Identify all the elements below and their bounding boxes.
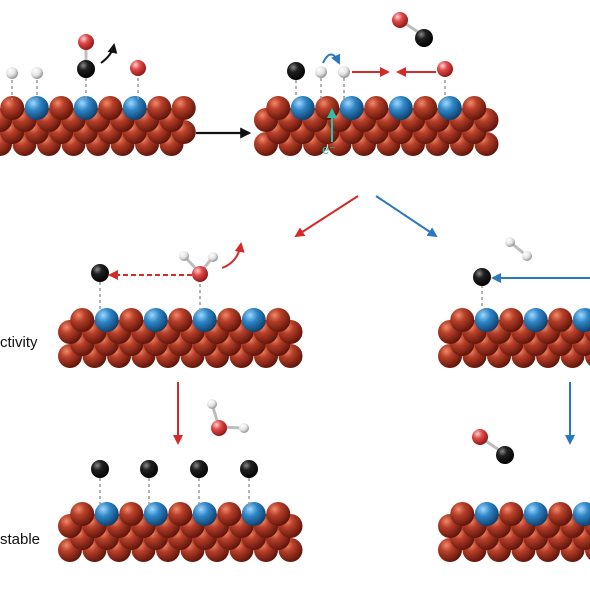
dopant-atom [523, 308, 548, 332]
dopant-atom [572, 502, 590, 526]
dopant-atom [474, 308, 499, 332]
electron-label: e⁻ [322, 142, 336, 157]
substrate-atom [266, 308, 291, 332]
substrate-slab-middle-right [438, 308, 590, 368]
substrate-atom [450, 308, 475, 332]
substrate-atom [413, 96, 438, 120]
dopant-atom [474, 502, 499, 526]
substrate-atom [168, 502, 193, 526]
substrate-atom [499, 502, 524, 526]
substrate-atom [168, 308, 193, 332]
substrate-atom [147, 96, 172, 120]
substrate-slab-top-right [254, 96, 499, 156]
hydrogen-atom [315, 66, 327, 78]
red-curved-arrow [221, 242, 245, 269]
substrate-atom [315, 96, 340, 120]
dopant-atom [192, 308, 217, 332]
substrate-atom [450, 502, 475, 526]
substrate-atom [171, 96, 196, 120]
dopant-atom [24, 96, 49, 120]
hydrogen-atom [522, 251, 532, 261]
substrate-atom [217, 308, 242, 332]
substrate-atom [548, 502, 573, 526]
substrate-slab-bottom-right [438, 502, 590, 562]
dopant-atom [143, 308, 168, 332]
oxygen-atom [130, 60, 146, 76]
label-stable: stable [0, 531, 41, 548]
carbon-atom [240, 460, 258, 478]
dopant-atom [437, 96, 462, 120]
substrate-atom [266, 502, 291, 526]
carbon-atom [287, 62, 305, 80]
dopant-atom [143, 502, 168, 526]
blue-branch-arrow [375, 195, 438, 238]
arrows [100, 43, 590, 445]
carbon-atom [77, 60, 95, 78]
substrate-atom [364, 96, 389, 120]
carbon-atom [496, 446, 514, 464]
substrate-atom [119, 502, 144, 526]
dopant-atom [241, 502, 266, 526]
substrate-atom [217, 502, 242, 526]
substrate-atom [462, 96, 487, 120]
substrate-atom [49, 96, 74, 120]
hydrogen-atom [207, 399, 217, 409]
substrate-atom [499, 308, 524, 332]
carbon-atom [473, 268, 491, 286]
hydrogen-atom [179, 251, 189, 261]
oxygen-atom [211, 420, 227, 436]
dopant-atom [192, 502, 217, 526]
substrate-atom [98, 96, 123, 120]
substrate-slab-bottom-left [58, 502, 303, 562]
black-curved-arrow [100, 43, 118, 64]
dopant-atom [73, 96, 98, 120]
oxygen-atom [78, 34, 94, 50]
hydrogen-atom [6, 67, 18, 79]
hydrogen-atom [208, 252, 218, 262]
dopant-atom [388, 96, 413, 120]
oxygen-atom [472, 429, 488, 445]
hydrogen-atom [505, 237, 515, 247]
substrate-slab-middle-left [58, 308, 303, 368]
carbon-atom [91, 264, 109, 282]
carbon-atom [140, 460, 158, 478]
dopant-atom [241, 308, 266, 332]
blue-up-arrow [322, 53, 341, 65]
hydrogen-atom [239, 423, 249, 433]
carbon-atom [190, 460, 208, 478]
hydrogen-atom [31, 67, 43, 79]
adsorbates [6, 12, 532, 506]
substrate-atom [70, 502, 95, 526]
dopant-atom [339, 96, 364, 120]
oxygen-atom [437, 61, 453, 77]
substrate-slab-top-left [0, 96, 196, 156]
dopant-atom [94, 308, 119, 332]
hydrogen-atom [338, 66, 350, 78]
label-activity: ctivity [0, 334, 38, 351]
dopant-atom [523, 502, 548, 526]
dopant-atom [122, 96, 147, 120]
dopant-atom [94, 502, 119, 526]
carbon-atom [91, 460, 109, 478]
dopant-atom [572, 308, 590, 332]
dopant-atom [290, 96, 315, 120]
red-branch-arrow [294, 195, 359, 238]
substrate-atom [548, 308, 573, 332]
substrate-atom [266, 96, 291, 120]
oxygen-atom [392, 12, 408, 28]
substrate-atom [119, 308, 144, 332]
substrate-atom [70, 308, 95, 332]
oxygen-atom [192, 266, 208, 282]
substrate-atom [0, 96, 25, 120]
carbon-atom [415, 29, 433, 47]
